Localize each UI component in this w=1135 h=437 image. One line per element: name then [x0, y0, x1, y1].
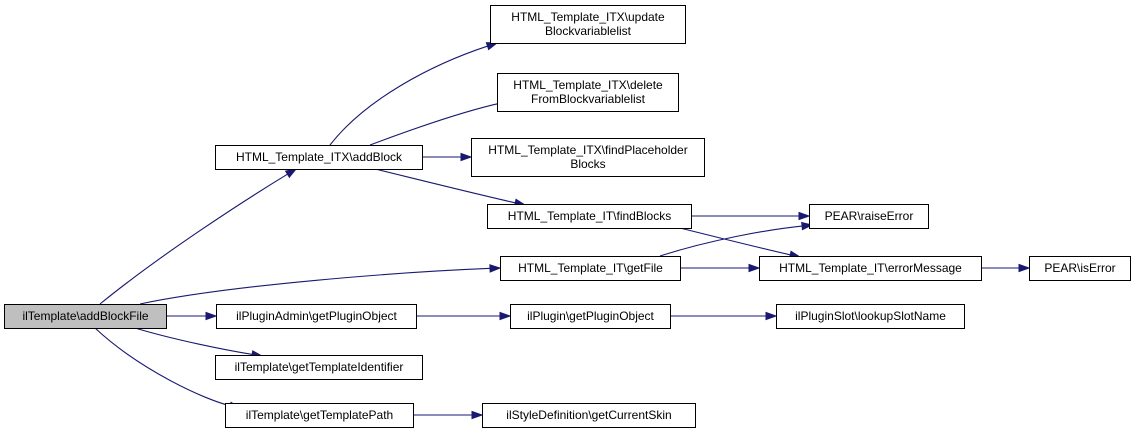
- node-box: [216, 304, 417, 329]
- edge-root-to-getFile: [139, 264, 502, 305]
- node-label-line: ilPluginSlot\lookupSlotName: [795, 309, 946, 323]
- node-label-line: ilPlugin\getPluginObject: [527, 309, 654, 323]
- edge-getTemplatePath-to-getCurrentSkin: [413, 410, 484, 420]
- edge-root-to-addBlock: [99, 168, 298, 305]
- edge-arrowhead: [801, 221, 814, 231]
- node-isError[interactable]: PEAR\isError: [1029, 256, 1131, 281]
- node-box: [215, 145, 423, 170]
- node-label-line: ilTemplate\getTemplatePath: [246, 408, 393, 422]
- node-findBlocks[interactable]: HTML_Template_IT\findBlocks: [487, 204, 692, 229]
- node-box: [1029, 256, 1131, 281]
- node-label-line: Blocks: [570, 157, 605, 171]
- edge-line: [659, 225, 804, 257]
- edge-pluginGetPlugin-to-lookupSlot: [669, 311, 778, 321]
- node-box: [510, 304, 671, 329]
- node-label-line: PEAR\isError: [1044, 261, 1115, 275]
- node-label-line: ilStyleDefinition\getCurrentSkin: [506, 408, 671, 422]
- node-box: [487, 204, 692, 229]
- node-box: [471, 138, 705, 177]
- node-label-line: HTML_Template_IT\findBlocks: [508, 209, 671, 223]
- node-label-line: HTML_Template_ITX\delete: [513, 78, 663, 92]
- node-root[interactable]: ilTemplate\addBlockFile: [4, 304, 167, 329]
- node-label-line: PEAR\raiseError: [825, 209, 914, 223]
- edge-line: [329, 45, 489, 146]
- edge-errorMessage-to-isError: [981, 263, 1031, 273]
- edge-arrowhead: [798, 211, 811, 221]
- node-box: [4, 304, 167, 329]
- edge-arrowhead: [765, 311, 778, 321]
- node-label-line: HTML_Template_IT\errorMessage: [779, 261, 962, 275]
- edge-addBlock-to-findPlaceholder: [422, 152, 473, 162]
- edge-getFile-to-errorMessage: [680, 263, 761, 273]
- node-raiseError[interactable]: PEAR\raiseError: [809, 204, 929, 229]
- node-label-line: HTML_Template_ITX\addBlock: [236, 150, 403, 164]
- node-updateBlock[interactable]: HTML_Template_ITX\updateBlockvariablelis…: [490, 5, 686, 44]
- nodes-layer: ilTemplate\addBlockFile HTML_Template_ITX…: [4, 5, 1131, 428]
- node-label-line: ilPluginAdmin\getPluginObject: [236, 309, 397, 323]
- edge-getFile-to-raiseError: [659, 221, 814, 257]
- node-label-line: ilTemplate\getTemplateIdentifier: [235, 360, 404, 374]
- node-errorMessage[interactable]: HTML_Template_IT\errorMessage: [759, 256, 982, 281]
- node-box: [497, 73, 679, 112]
- edge-line: [679, 227, 792, 256]
- node-box: [776, 304, 965, 329]
- edge-line: [94, 327, 232, 407]
- node-getFile[interactable]: HTML_Template_IT\getFile: [500, 256, 681, 281]
- edge-findBlocks-to-raiseError: [690, 211, 811, 221]
- edge-arrowhead: [460, 152, 473, 162]
- node-box: [482, 403, 696, 428]
- node-box: [759, 256, 982, 281]
- node-pluginGetPlugin[interactable]: ilPlugin\getPluginObject: [510, 304, 671, 329]
- node-box: [225, 403, 414, 428]
- node-getTemplatePath[interactable]: ilTemplate\getTemplatePath: [225, 403, 414, 428]
- node-lookupSlot[interactable]: ilPluginSlot\lookupSlotName: [776, 304, 965, 329]
- edge-arrowhead: [489, 264, 502, 273]
- edge-root-to-getTemplateId: [134, 327, 264, 359]
- node-getTemplateId[interactable]: ilTemplate\getTemplateIdentifier: [215, 355, 423, 380]
- node-box: [500, 256, 681, 281]
- edge-arrowhead: [499, 311, 512, 321]
- node-adminGetPlugin[interactable]: ilPluginAdmin\getPluginObject: [216, 304, 417, 329]
- node-label-line: FromBlockvariablelist: [531, 92, 646, 106]
- node-label-line: HTML_Template_ITX\findPlaceholder: [488, 143, 687, 157]
- node-label-line: HTML_Template_ITX\update: [511, 10, 665, 24]
- edge-findBlocks-to-errorMessage: [679, 227, 802, 259]
- node-addBlock[interactable]: HTML_Template_ITX\addBlock: [215, 145, 423, 170]
- edge-arrowhead: [471, 410, 484, 420]
- node-box: [809, 204, 929, 229]
- edge-line: [134, 327, 254, 356]
- edge-line: [369, 102, 502, 146]
- edge-line: [139, 267, 492, 305]
- edge-line: [99, 173, 289, 305]
- node-box: [215, 355, 423, 380]
- node-deleteBlock[interactable]: HTML_Template_ITX\deleteFromBlockvariabl…: [497, 73, 679, 112]
- node-label-line: ilTemplate\addBlockFile: [22, 309, 148, 323]
- edge-line: [374, 168, 517, 204]
- edge-arrowhead: [284, 168, 298, 179]
- edge-arrowhead: [205, 311, 218, 321]
- node-label-line: HTML_Template_IT\getFile: [518, 261, 663, 275]
- edge-arrowhead: [748, 263, 761, 273]
- node-getCurrentSkin[interactable]: ilStyleDefinition\getCurrentSkin: [482, 403, 696, 428]
- edge-arrowhead: [1018, 263, 1031, 273]
- edge-adminGetPlugin-to-pluginGetPlugin: [415, 311, 512, 321]
- node-label-line: Blockvariablelist: [545, 24, 632, 38]
- node-box: [490, 5, 686, 44]
- edge-root-to-adminGetPlugin: [165, 311, 218, 321]
